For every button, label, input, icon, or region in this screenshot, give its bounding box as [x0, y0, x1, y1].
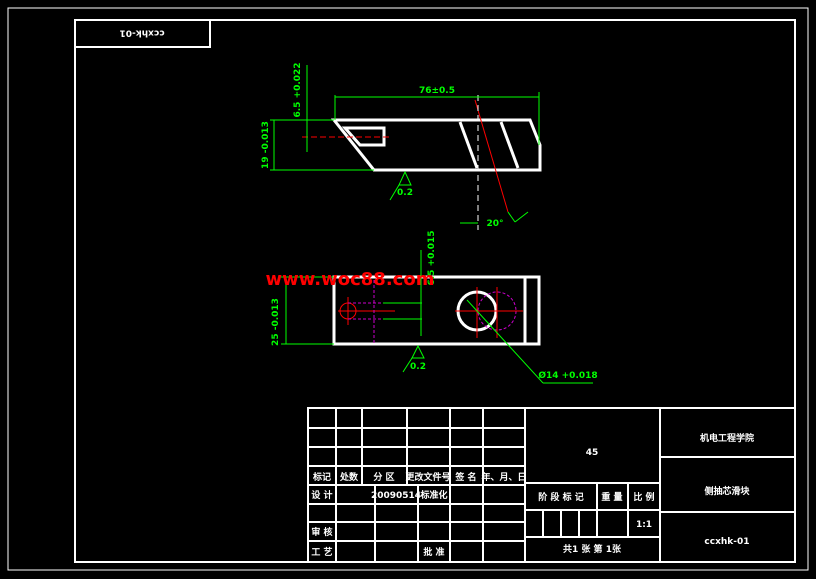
svg-text:标记: 标记: [312, 471, 331, 483]
title-block: [307, 407, 796, 563]
svg-text:重 量: 重 量: [601, 491, 622, 503]
svg-text:比 例: 比 例: [633, 491, 654, 503]
svg-text:分 区: 分 区: [373, 471, 394, 483]
front-slot: [341, 126, 386, 147]
flatness-top: 0.2: [410, 362, 426, 372]
dim-width: 25 -0.013: [271, 298, 281, 346]
svg-text:设 计: 设 计: [311, 489, 332, 501]
top-view: 6.5 +0.015 25 -0.013 0.2 Ø14 +0.018: [271, 230, 598, 384]
svg-text:审 核: 审 核: [311, 526, 332, 538]
angle-label: 20°: [486, 219, 503, 229]
corner-code: ccxhk-01: [119, 28, 164, 38]
institution: 机电工程学院: [700, 432, 754, 444]
top-outline: [332, 275, 541, 346]
dim-slot: 6.5 +0.022: [293, 62, 303, 117]
material: 45: [586, 448, 599, 458]
svg-text:处数: 处数: [339, 471, 359, 483]
sheet-count: 共1 张 第 1张: [563, 543, 622, 555]
dim-offset: 6.5 +0.015: [427, 230, 437, 285]
watermark: www.woc88.com: [266, 269, 435, 290]
svg-text:20090514: 20090514: [371, 491, 421, 501]
svg-text:阶 段 标 记: 阶 段 标 记: [538, 491, 583, 503]
flatness-front: 0.2: [397, 188, 413, 198]
svg-text:工 艺: 工 艺: [311, 546, 332, 558]
svg-text:批 准: 批 准: [423, 546, 444, 558]
svg-text:更改文件号: 更改文件号: [405, 471, 450, 483]
svg-text:标准化: 标准化: [419, 489, 447, 501]
title-block-text: 标记 处数 分 区 更改文件号 签 名 年、月、日 设 计 20090514 标…: [311, 432, 754, 558]
front-outline: [330, 118, 542, 172]
svg-text:年、月、日: 年、月、日: [481, 471, 526, 483]
outer-border: [7, 7, 809, 571]
drawing-number: ccxhk-01: [704, 537, 749, 547]
dim-length: 76±0.5: [419, 86, 455, 96]
front-view: 76±0.5 19 -0.013 6.5 +0.022 0.2 20°: [261, 62, 542, 230]
corner-code-box: [74, 19, 211, 48]
dim-height: 19 -0.013: [261, 121, 271, 169]
dim-hole: Ø14 +0.018: [538, 370, 597, 381]
scale-value: 1:1: [636, 520, 652, 530]
part-name: 侧抽芯滑块: [704, 485, 750, 497]
svg-text:签 名: 签 名: [454, 471, 476, 483]
